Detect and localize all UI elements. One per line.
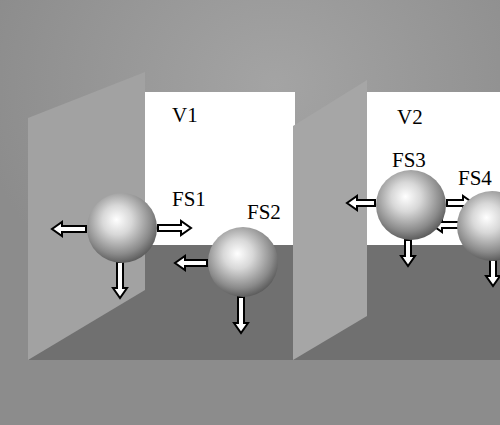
force-arrow	[52, 222, 86, 236]
force-arrow	[234, 297, 248, 333]
force-arrow	[113, 262, 127, 298]
force-arrow	[347, 196, 375, 210]
back-wall-v1	[145, 92, 295, 245]
sphere-fs3	[376, 170, 446, 240]
sphere-fs2	[208, 227, 278, 297]
sphere-fs1	[87, 193, 157, 263]
sphere-label: FS1	[172, 189, 206, 210]
force-arrow	[401, 240, 415, 266]
volume-label: V1	[172, 105, 198, 126]
side-wall-middle	[293, 80, 367, 360]
force-arrow	[175, 256, 207, 270]
sphere-label: FS3	[392, 150, 426, 171]
volume-label: V2	[397, 107, 423, 128]
force-arrow	[486, 260, 500, 286]
sphere-label: FS2	[247, 202, 281, 223]
sphere-label: FS4	[458, 168, 492, 189]
force-arrow	[158, 221, 191, 235]
sphere-fs4	[457, 191, 500, 261]
